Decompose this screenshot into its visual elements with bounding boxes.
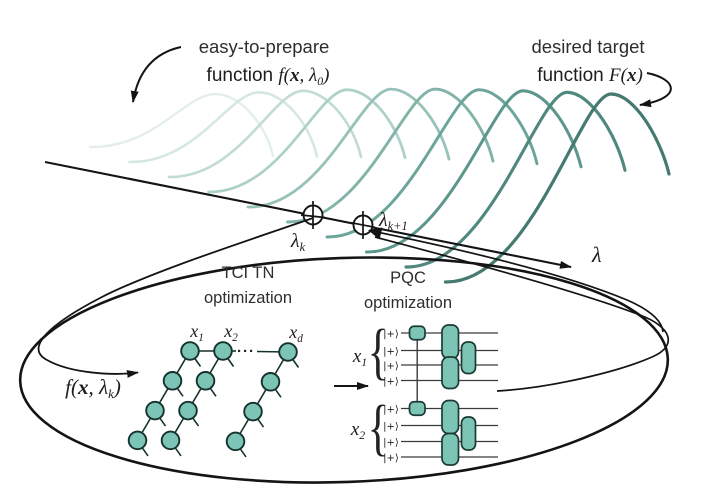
magnifier-ellipse (18, 256, 670, 484)
function-curve (404, 90, 627, 269)
easy-label-line1: easy-to-prepare (199, 36, 330, 57)
tn-node-leg (209, 387, 217, 397)
tn-node-leg (191, 417, 200, 427)
tn-chain-bond (136, 350, 191, 441)
marker-lambda-k1 (350, 211, 376, 239)
tn-x1-label: x1 (189, 321, 204, 344)
ket-plus-label: |+⟩ (383, 404, 399, 415)
target-label-line1: desired target (531, 36, 644, 57)
ket-plus-label: |+⟩ (383, 437, 399, 448)
tn-node-leg (176, 387, 184, 397)
tci-title-line2: optimization (204, 289, 292, 307)
tn-node (178, 400, 198, 421)
tn-node (225, 431, 246, 452)
tn-node (243, 401, 263, 422)
function-curve-family (88, 87, 671, 284)
tn-ellipsis: ··· (237, 343, 255, 360)
two-qubit-gate (441, 432, 460, 466)
tn-chain-bond (234, 351, 289, 442)
f-input-label: f(x, λk) (65, 375, 121, 401)
tn-node-leg (158, 417, 167, 427)
tn-x2-label: x2 (223, 321, 238, 344)
easy-label-arrow (130, 46, 182, 103)
marker-lambda-k (300, 201, 326, 229)
lambda-k1-bar (350, 221, 376, 229)
tn-chain-bond (169, 350, 224, 441)
function-curve (286, 87, 495, 224)
function-curve (364, 89, 583, 254)
function-curve (207, 88, 407, 194)
return-arrowhead (368, 227, 383, 240)
tn-node-leg (193, 357, 202, 367)
two-qubit-gate (460, 416, 477, 451)
tn-node (195, 371, 216, 391)
pqc-title-line1: PQC (390, 269, 426, 287)
tn-node-leg (291, 358, 300, 368)
tn-node (180, 341, 200, 361)
ket-plus-label: |+⟩ (383, 376, 399, 387)
tci-title-line1: TCI TN (222, 264, 275, 282)
tn-node-leg (274, 388, 282, 398)
return-arrow-loop (374, 236, 670, 392)
lambda-k-label: λk (290, 230, 306, 254)
qubit-group-brace-x1: { (368, 316, 389, 386)
tensor-network (127, 341, 300, 458)
two-qubit-gate (460, 341, 477, 375)
function-curve (167, 89, 363, 179)
tn-node (160, 430, 181, 451)
function-curve (128, 91, 319, 164)
ket-plus-label: |+⟩ (383, 361, 399, 372)
return-arrow-upper (371, 230, 664, 333)
tn-node (213, 341, 233, 361)
two-qubit-gate (441, 324, 460, 360)
two-qubit-gate (441, 356, 460, 390)
lambda-k1-label: λk+1 (378, 209, 408, 233)
function-curve (443, 92, 671, 284)
two-qubit-gate (441, 399, 460, 435)
pqc-x2-label: x2 (350, 419, 365, 442)
tn-node-leg (174, 446, 182, 457)
tn-node-leg (226, 357, 235, 367)
function-curve (246, 87, 451, 209)
tn-node (260, 372, 281, 392)
function-curve (325, 88, 539, 239)
ket-plus-label: |+⟩ (383, 421, 399, 432)
ket-plus-label: |+⟩ (383, 346, 399, 357)
qubit-group-brace-x2: { (368, 392, 389, 462)
input-arrow (37, 217, 314, 378)
tn-node (278, 342, 298, 362)
target-label-line2: function F(x) (537, 65, 643, 86)
pqc-x1-label: x1 (352, 346, 367, 369)
quantum-circuit: |+⟩ |+⟩ |+⟩ |+⟩ |+⟩ |+⟩ |+⟩ |+⟩ (383, 324, 498, 466)
tn-node (162, 371, 183, 391)
pqc-title-line2: optimization (364, 294, 452, 312)
ket-plus-label: |+⟩ (383, 329, 399, 340)
single-qubit-gate (408, 325, 426, 341)
single-qubit-gate (408, 400, 426, 417)
tn-node-leg (256, 418, 265, 428)
lambda-k-bar (300, 214, 326, 219)
lambda-axis-label: λ (591, 242, 602, 267)
ket-plus-label: |+⟩ (383, 453, 399, 464)
easy-label-line2: function f(x, λ0) (207, 65, 330, 88)
tn-node (145, 400, 165, 421)
tn-node-leg (239, 447, 247, 458)
tn-node-leg (141, 446, 149, 457)
target-label-arrow (639, 72, 672, 108)
function-curve (88, 92, 275, 158)
tn-node (127, 430, 148, 451)
tn-xd-label: xd (288, 322, 303, 345)
